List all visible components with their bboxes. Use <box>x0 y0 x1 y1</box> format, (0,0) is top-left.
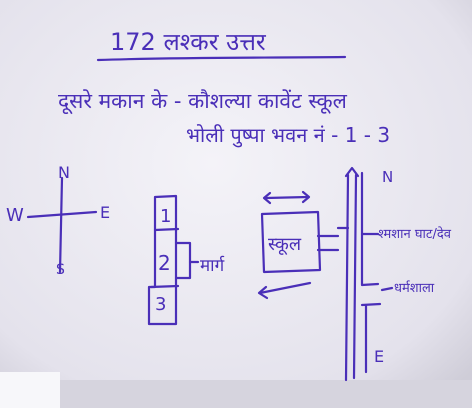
road-line-right-lower <box>360 302 382 374</box>
road-line-right-upper <box>360 171 380 287</box>
school-top-arrow <box>264 195 310 200</box>
note-line-2: भोली पुष्पा भवन नं - 1 - 3 <box>186 123 390 148</box>
school-block: स्कूल <box>257 190 340 300</box>
box-label-2: 2 <box>158 251 171 275</box>
compass-we-line <box>26 210 98 219</box>
right-label-mid: धर्मशाला <box>394 280 435 296</box>
box-2-extension <box>174 241 192 280</box>
note-line-1: दूसरे मकान के - कौशल्या कावेंट स्कूल <box>58 89 348 115</box>
school-top-arrowhead-right <box>301 190 311 204</box>
road-arrowhead <box>344 166 360 178</box>
road-line-mid <box>352 173 358 380</box>
compass-north: N <box>58 163 70 182</box>
compass-ns-line <box>58 176 64 274</box>
right-label-pointer-2 <box>380 286 394 292</box>
school-bottom-arrowhead <box>257 285 269 300</box>
heading-underline <box>96 55 347 62</box>
school-rectangle <box>260 210 322 274</box>
box-label-1: 1 <box>160 206 171 227</box>
box-divider-1 <box>153 227 180 232</box>
compass-south: S <box>56 262 65 278</box>
box-divider-2 <box>149 284 180 289</box>
paper-bottom-edge <box>0 380 472 408</box>
road-north-label: N <box>382 168 393 186</box>
compass-east: E <box>100 203 110 222</box>
right-label-top: श्मशान घाट/देव <box>378 226 452 242</box>
school-label: स्कूल <box>268 234 302 255</box>
box-label-3: 3 <box>155 294 166 315</box>
compass-west: W <box>6 205 24 226</box>
plot-boxes: 1 2 3 मार्ग <box>147 194 225 326</box>
school-bottom-arrow <box>258 281 312 295</box>
road-label: मार्ग <box>200 255 225 276</box>
road-east-label: E <box>374 347 384 366</box>
road-line-left <box>344 173 350 382</box>
school-connector <box>316 234 340 252</box>
compass-rose: N W E S <box>6 163 110 278</box>
heading-text: 172 लश्कर उत्तर <box>110 28 267 56</box>
main-road: N E श्मशान घाट/देव धर्मशाला <box>336 166 452 382</box>
school-top-arrowhead-left <box>262 191 272 205</box>
corner-glare <box>0 372 60 408</box>
